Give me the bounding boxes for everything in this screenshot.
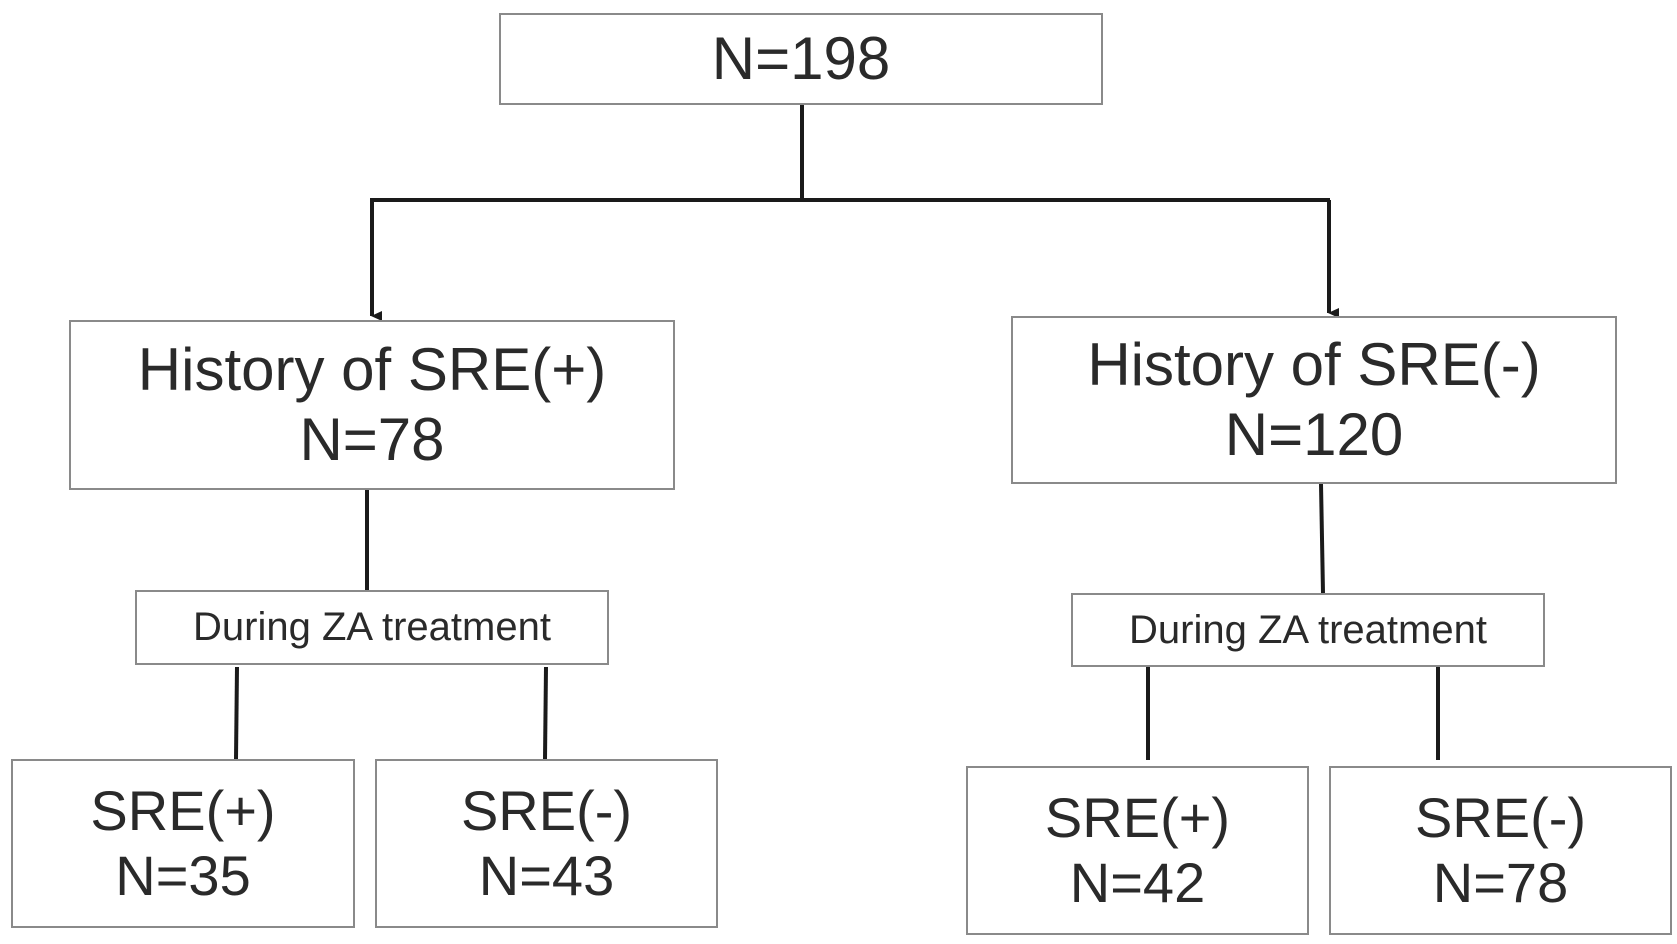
history-sre-negative-count: N=120 (1224, 401, 1404, 468)
left-treatment-label: During ZA treatment (193, 605, 551, 650)
left-sre-positive-count: N=35 (115, 843, 251, 907)
connector-left-treatment-to-sre-negative (543, 666, 548, 760)
history-sre-positive-box: History of SRE(+) N=78 (69, 320, 675, 490)
connector-left-treatment-to-sre-positive (234, 666, 239, 760)
connector-history-negative-to-treatment (1319, 483, 1325, 594)
history-sre-negative-box: History of SRE(-) N=120 (1011, 316, 1617, 484)
left-sre-positive-label: SRE(+) (90, 778, 276, 842)
left-treatment-box: During ZA treatment (135, 590, 609, 665)
right-sre-positive-count: N=42 (1069, 850, 1206, 914)
right-sre-negative-count: N=78 (1432, 850, 1569, 914)
right-treatment-box: During ZA treatment (1071, 593, 1545, 667)
history-sre-negative-label: History of SRE(-) (1087, 331, 1541, 399)
left-sre-negative-count: N=43 (478, 843, 615, 907)
left-sre-positive-box: SRE(+) N=35 (11, 759, 355, 928)
right-sre-negative-label: SRE(-) (1414, 785, 1587, 849)
root-total-box: N=198 (499, 13, 1103, 105)
left-sre-negative-label: SRE(-) (460, 778, 633, 842)
right-sre-negative-box: SRE(-) N=78 (1329, 766, 1672, 935)
right-treatment-label: During ZA treatment (1129, 607, 1487, 652)
right-sre-positive-label: SRE(+) (1044, 785, 1231, 849)
right-sre-positive-box: SRE(+) N=42 (966, 766, 1309, 935)
history-sre-positive-count: N=78 (299, 406, 445, 473)
root-total-count: N=198 (711, 25, 891, 93)
history-sre-positive-label: History of SRE(+) (137, 336, 607, 404)
left-sre-negative-box: SRE(-) N=43 (375, 759, 718, 928)
